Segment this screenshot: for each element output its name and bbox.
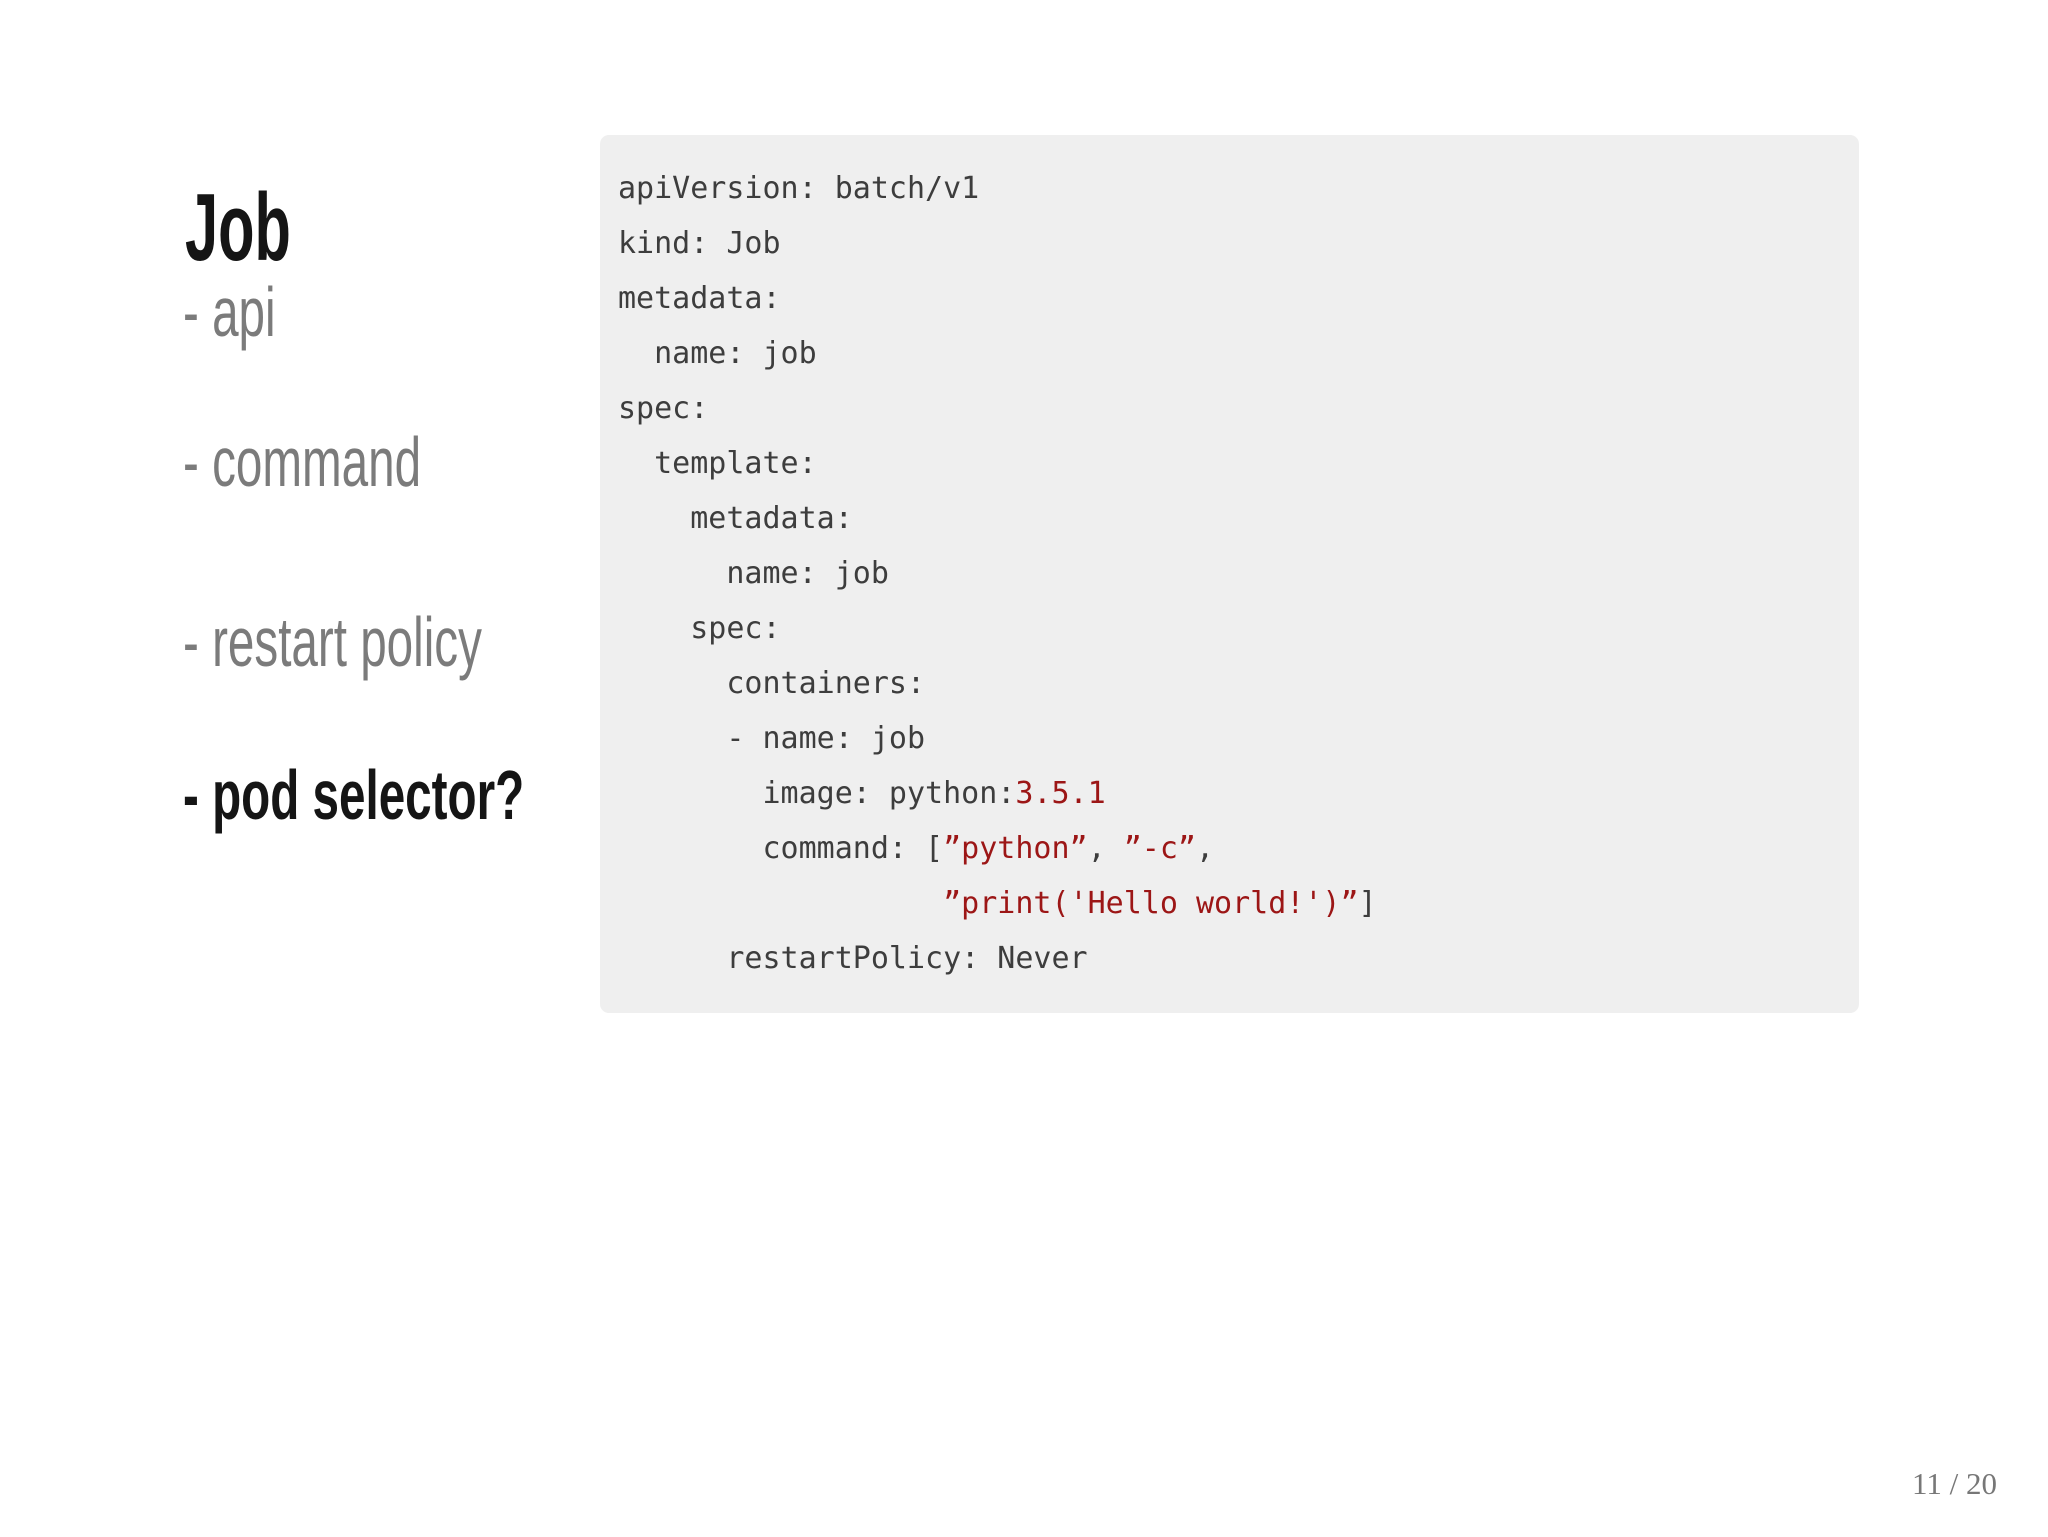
code-line: - name: job [618, 721, 926, 756]
code-line: image: python:3.5.1 [618, 776, 1106, 811]
bullet-command-label: - command [183, 423, 422, 501]
code-line: containers: [618, 666, 926, 701]
bullet-pod-selector-label: - pod selector? [183, 756, 525, 834]
bullet-restart-policy: - restart policy [183, 607, 623, 677]
code-panel: apiVersion: batch/v1 kind: Job metadata: n… [600, 135, 1859, 1013]
code-line: restartPolicy: Never [618, 941, 1088, 976]
code-line: spec: [618, 611, 781, 646]
slide-title: Job [185, 180, 356, 276]
code-line: apiVersion: batch/v1 [618, 171, 980, 206]
code-line: metadata: [618, 501, 853, 536]
code-line: kind: Job [618, 226, 781, 261]
code-line: ”print('Hello world!')”] [943, 886, 1377, 921]
code-line: spec: [618, 391, 709, 426]
code-line: command: [”python”, ”-c”, [618, 831, 1215, 866]
bullet-api-label: - api [183, 273, 276, 351]
code-line: name: job [618, 336, 817, 371]
bullet-api: - api [183, 277, 319, 347]
slide-title-text: Job [185, 174, 291, 282]
bullet-pod-selector: - pod selector? [183, 760, 685, 830]
code-block: apiVersion: batch/v1 kind: Job metadata: n… [618, 161, 1835, 986]
bullet-restart-policy-label: - restart policy [183, 603, 482, 681]
code-line: name: job [618, 556, 889, 591]
bullet-command: - command [183, 427, 533, 497]
slide-number: 11 / 20 [1912, 1466, 1997, 1501]
code-line: template: [618, 446, 817, 481]
code-line: metadata: [618, 281, 781, 316]
